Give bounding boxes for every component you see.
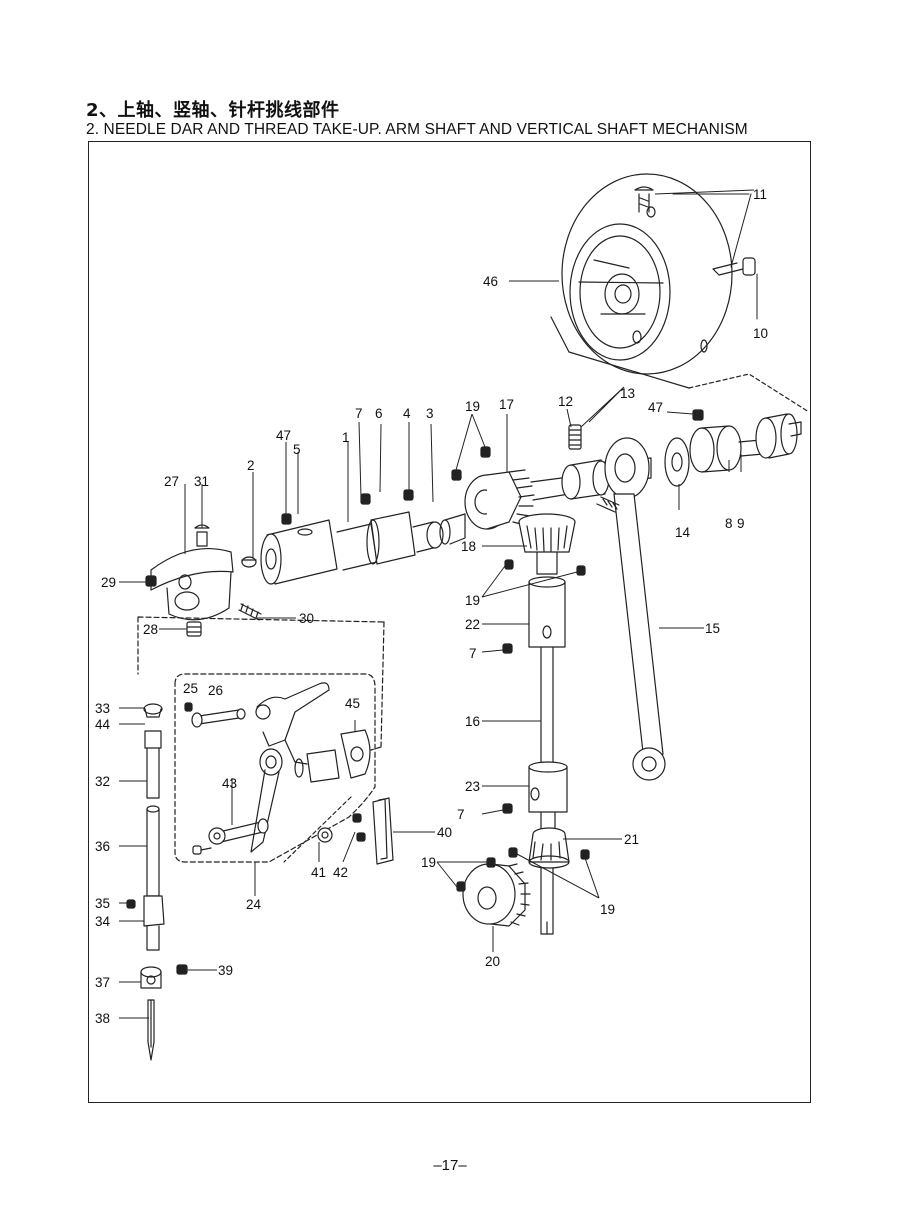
label-42: 42 [333, 865, 348, 880]
label-35: 35 [95, 896, 110, 911]
screw-19d1 [508, 847, 518, 858]
label-36: 36 [95, 839, 110, 854]
screw-11b [712, 257, 756, 276]
screw-47a [281, 513, 292, 525]
label-45: 45 [345, 696, 360, 711]
screw-19c1 [486, 857, 496, 868]
label-20: 20 [485, 954, 500, 969]
screw-12 [568, 424, 582, 450]
section-title-english: 2. NEEDLE DAR AND THREAD TAKE-UP. ARM SH… [86, 121, 748, 138]
label-23: 23 [465, 779, 480, 794]
label-27: 27 [164, 474, 179, 489]
label-34: 34 [95, 914, 111, 929]
screw-19b1 [504, 559, 514, 570]
label-3: 3 [426, 406, 434, 421]
label-15: 15 [705, 621, 720, 636]
label-7-mid: 7 [469, 646, 477, 661]
label-16: 16 [465, 714, 480, 729]
label-30: 30 [299, 611, 314, 626]
label-18: 18 [461, 539, 476, 554]
label-13: 13 [620, 386, 635, 401]
label-8: 8 [725, 516, 733, 531]
needle-bar-crank-27 [145, 524, 262, 637]
label-40: 40 [437, 825, 452, 840]
needle-bar-column [126, 703, 188, 1061]
section-title-chinese: 2、上轴、竖轴、针杆挑线部件 [86, 100, 340, 121]
label-12: 12 [558, 394, 573, 409]
label-19-low-right: 19 [600, 902, 615, 917]
label-44: 44 [95, 717, 111, 732]
screw-7c [502, 803, 513, 814]
label-47-right: 47 [648, 400, 663, 415]
thread-guide-40 [372, 797, 394, 865]
label-32: 32 [95, 774, 110, 789]
label-19-mid: 19 [465, 593, 480, 608]
label-10: 10 [753, 326, 768, 341]
label-22: 22 [465, 617, 480, 632]
label-31: 31 [194, 474, 209, 489]
exploded-parts-diagram: 11 46 10 13 47 7 6 4 3 19 17 12 47 5 1 2… [95, 173, 810, 1061]
screw-7b [502, 643, 513, 654]
label-19-low-left: 19 [421, 855, 436, 870]
label-26: 26 [208, 683, 223, 698]
label-38: 38 [95, 1011, 110, 1026]
label-19-top: 19 [465, 399, 480, 414]
label-11: 11 [753, 187, 767, 202]
pulley-46 [550, 173, 758, 389]
label-5: 5 [293, 442, 301, 457]
label-9: 9 [737, 516, 745, 531]
label-46: 46 [483, 274, 498, 289]
label-25: 25 [183, 681, 198, 696]
label-47-left: 47 [276, 428, 291, 443]
label-29: 29 [101, 575, 116, 590]
label-6: 6 [375, 406, 383, 421]
label-17: 17 [499, 397, 514, 412]
label-37: 37 [95, 975, 110, 990]
label-24: 24 [246, 897, 262, 912]
diagram-frame: 11 46 10 13 47 7 6 4 3 19 17 12 47 5 1 2… [88, 141, 811, 1103]
screw-19c2 [456, 881, 466, 892]
label-1: 1 [342, 430, 350, 445]
nut-41 [317, 827, 333, 843]
screw-7a [360, 493, 371, 505]
label-33: 33 [95, 701, 110, 716]
label-28: 28 [143, 622, 158, 637]
label-14: 14 [675, 525, 691, 540]
thread-take-up-crank-15 [604, 437, 666, 781]
label-43: 43 [222, 776, 237, 791]
label-39: 39 [218, 963, 233, 978]
label-7-low: 7 [457, 807, 465, 822]
pin-2 [241, 556, 257, 568]
screw-19b2 [576, 565, 586, 576]
screw-42a [352, 813, 362, 823]
screw-13-lower [596, 496, 620, 513]
page-number: –17– [433, 1157, 467, 1174]
screw-19a1 [451, 469, 462, 481]
label-21: 21 [624, 832, 639, 847]
label-2: 2 [247, 458, 255, 473]
screw-11a [634, 186, 654, 213]
thread-take-up-lever-parts [184, 682, 371, 855]
label-7-top: 7 [355, 406, 363, 421]
vertical-shaft-assembly [462, 513, 576, 935]
screw-42b [356, 832, 366, 842]
screw-19d2 [580, 849, 590, 860]
label-41: 41 [311, 865, 326, 880]
screw-47b [692, 409, 704, 421]
screw-19a2 [480, 446, 491, 458]
label-4: 4 [403, 406, 411, 421]
arm-shaft-assembly [260, 409, 802, 781]
